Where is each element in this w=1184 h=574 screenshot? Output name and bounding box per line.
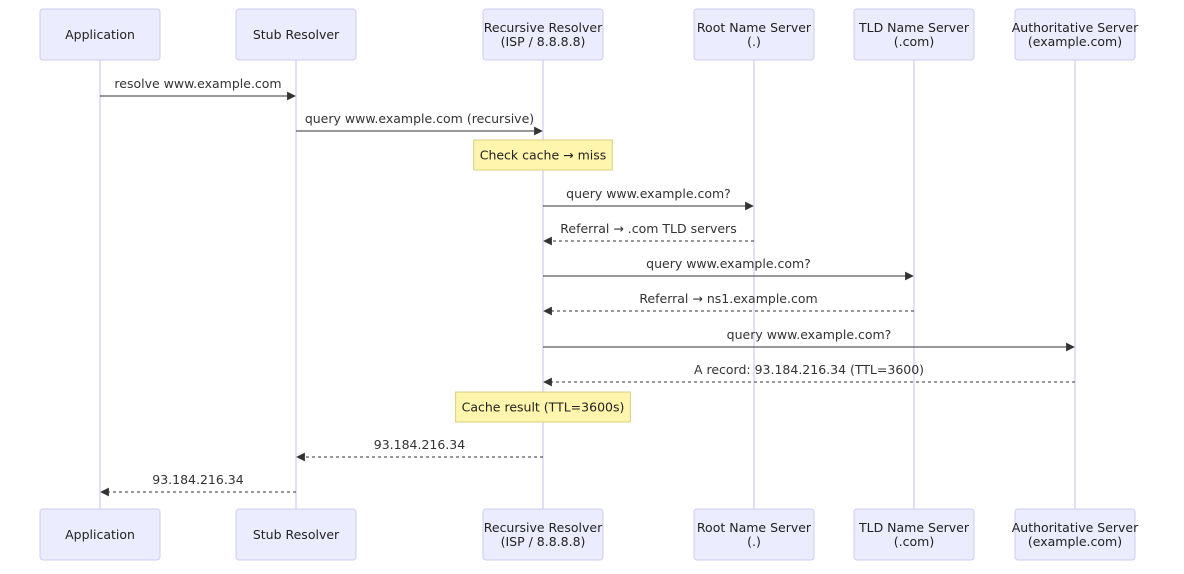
- message-rec-to-tld: query www.example.com?: [543, 256, 914, 281]
- message-tld-to-rec: Referral → ns1.example.com: [543, 291, 914, 316]
- message-label: query www.example.com?: [646, 256, 811, 271]
- participant-subtitle: (.): [747, 34, 761, 49]
- participant-name: Authoritative Server: [1012, 520, 1139, 535]
- message-root-to-rec: Referral → .com TLD servers: [543, 221, 754, 246]
- message-label: resolve www.example.com: [114, 76, 281, 91]
- participant-app-bottom: Application: [39, 508, 161, 561]
- participant-box: [1014, 508, 1136, 561]
- participant-subtitle: (.com): [894, 34, 934, 49]
- participant-subtitle: (ISP / 8.8.8.8): [501, 534, 586, 549]
- participant-tld-bottom: TLD Name Server(.com): [853, 508, 975, 561]
- participant-box: [693, 508, 815, 561]
- message-rec-to-root: query www.example.com?: [543, 186, 754, 211]
- message-stub-to-app: 93.184.216.34: [100, 472, 296, 497]
- participant-auth-bottom: Authoritative Server(example.com): [1012, 508, 1139, 561]
- note: Check cache → miss: [473, 139, 613, 171]
- note-box: [473, 139, 613, 171]
- actors-bottom: Application Stub Resolver Recursive Resolv…: [39, 508, 1139, 561]
- participant-box: [482, 8, 604, 61]
- participant-subtitle: (example.com): [1028, 34, 1122, 49]
- message-label: 93.184.216.34: [152, 472, 243, 487]
- message-app-to-stub: resolve www.example.com: [100, 76, 296, 101]
- participant-name: Recursive Resolver: [484, 520, 603, 535]
- message-steps: resolve www.example.com query www.example…: [100, 76, 1075, 497]
- message-label: query www.example.com?: [727, 327, 892, 342]
- note-text: Check cache → miss: [480, 148, 607, 163]
- message-rec-to-auth: query www.example.com?: [543, 327, 1075, 352]
- participant-rec-bottom: Recursive Resolver(ISP / 8.8.8.8): [482, 508, 604, 561]
- participant-box: [39, 8, 161, 61]
- participant-box: [39, 508, 161, 561]
- message-label: Referral → ns1.example.com: [639, 291, 817, 306]
- participant-box: [482, 508, 604, 561]
- note-text: Cache result (TTL=3600s): [462, 400, 625, 415]
- actors-top: Application Stub Resolver Recursive Resolv…: [39, 8, 1139, 61]
- message-auth-to-rec: A record: 93.184.216.34 (TTL=3600): [543, 362, 1075, 387]
- participant-subtitle: (.com): [894, 534, 934, 549]
- participant-box: [235, 8, 357, 61]
- participant-stub-bottom: Stub Resolver: [235, 508, 357, 561]
- message-stub-to-rec: query www.example.com (recursive): [296, 111, 543, 136]
- participant-name: Root Name Server: [697, 520, 812, 535]
- message-label: Referral → .com TLD servers: [560, 221, 736, 236]
- participant-app-top: Application: [39, 8, 161, 61]
- message-rec-to-stub: 93.184.216.34: [296, 437, 543, 462]
- participant-name: Stub Resolver: [253, 27, 340, 42]
- participant-rec-top: Recursive Resolver(ISP / 8.8.8.8): [482, 8, 604, 61]
- participant-name: TLD Name Server: [858, 20, 970, 35]
- participant-auth-top: Authoritative Server(example.com): [1012, 8, 1139, 61]
- participant-name: Stub Resolver: [253, 527, 340, 542]
- participant-root-bottom: Root Name Server(.): [693, 508, 815, 561]
- message-label: query www.example.com?: [566, 186, 731, 201]
- participant-subtitle: (example.com): [1028, 534, 1122, 549]
- participant-name: Recursive Resolver: [484, 20, 603, 35]
- note-box: [455, 391, 631, 423]
- participant-tld-top: TLD Name Server(.com): [853, 8, 975, 61]
- message-label: A record: 93.184.216.34 (TTL=3600): [694, 362, 924, 377]
- participant-name: Authoritative Server: [1012, 20, 1139, 35]
- participant-name: TLD Name Server: [858, 520, 970, 535]
- participant-name: Application: [65, 27, 135, 42]
- participant-subtitle: (.): [747, 534, 761, 549]
- participant-box: [693, 8, 815, 61]
- participant-box: [853, 508, 975, 561]
- participant-name: Application: [65, 527, 135, 542]
- participant-box: [853, 8, 975, 61]
- message-label: 93.184.216.34: [374, 437, 465, 452]
- participant-box: [1014, 8, 1136, 61]
- participant-name: Root Name Server: [697, 20, 812, 35]
- participant-stub-top: Stub Resolver: [235, 8, 357, 61]
- participant-subtitle: (ISP / 8.8.8.8): [501, 34, 586, 49]
- participant-box: [235, 508, 357, 561]
- note: Cache result (TTL=3600s): [455, 391, 631, 423]
- lifelines: [99, 60, 1076, 509]
- message-label: query www.example.com (recursive): [305, 111, 534, 126]
- participant-root-top: Root Name Server(.): [693, 8, 815, 61]
